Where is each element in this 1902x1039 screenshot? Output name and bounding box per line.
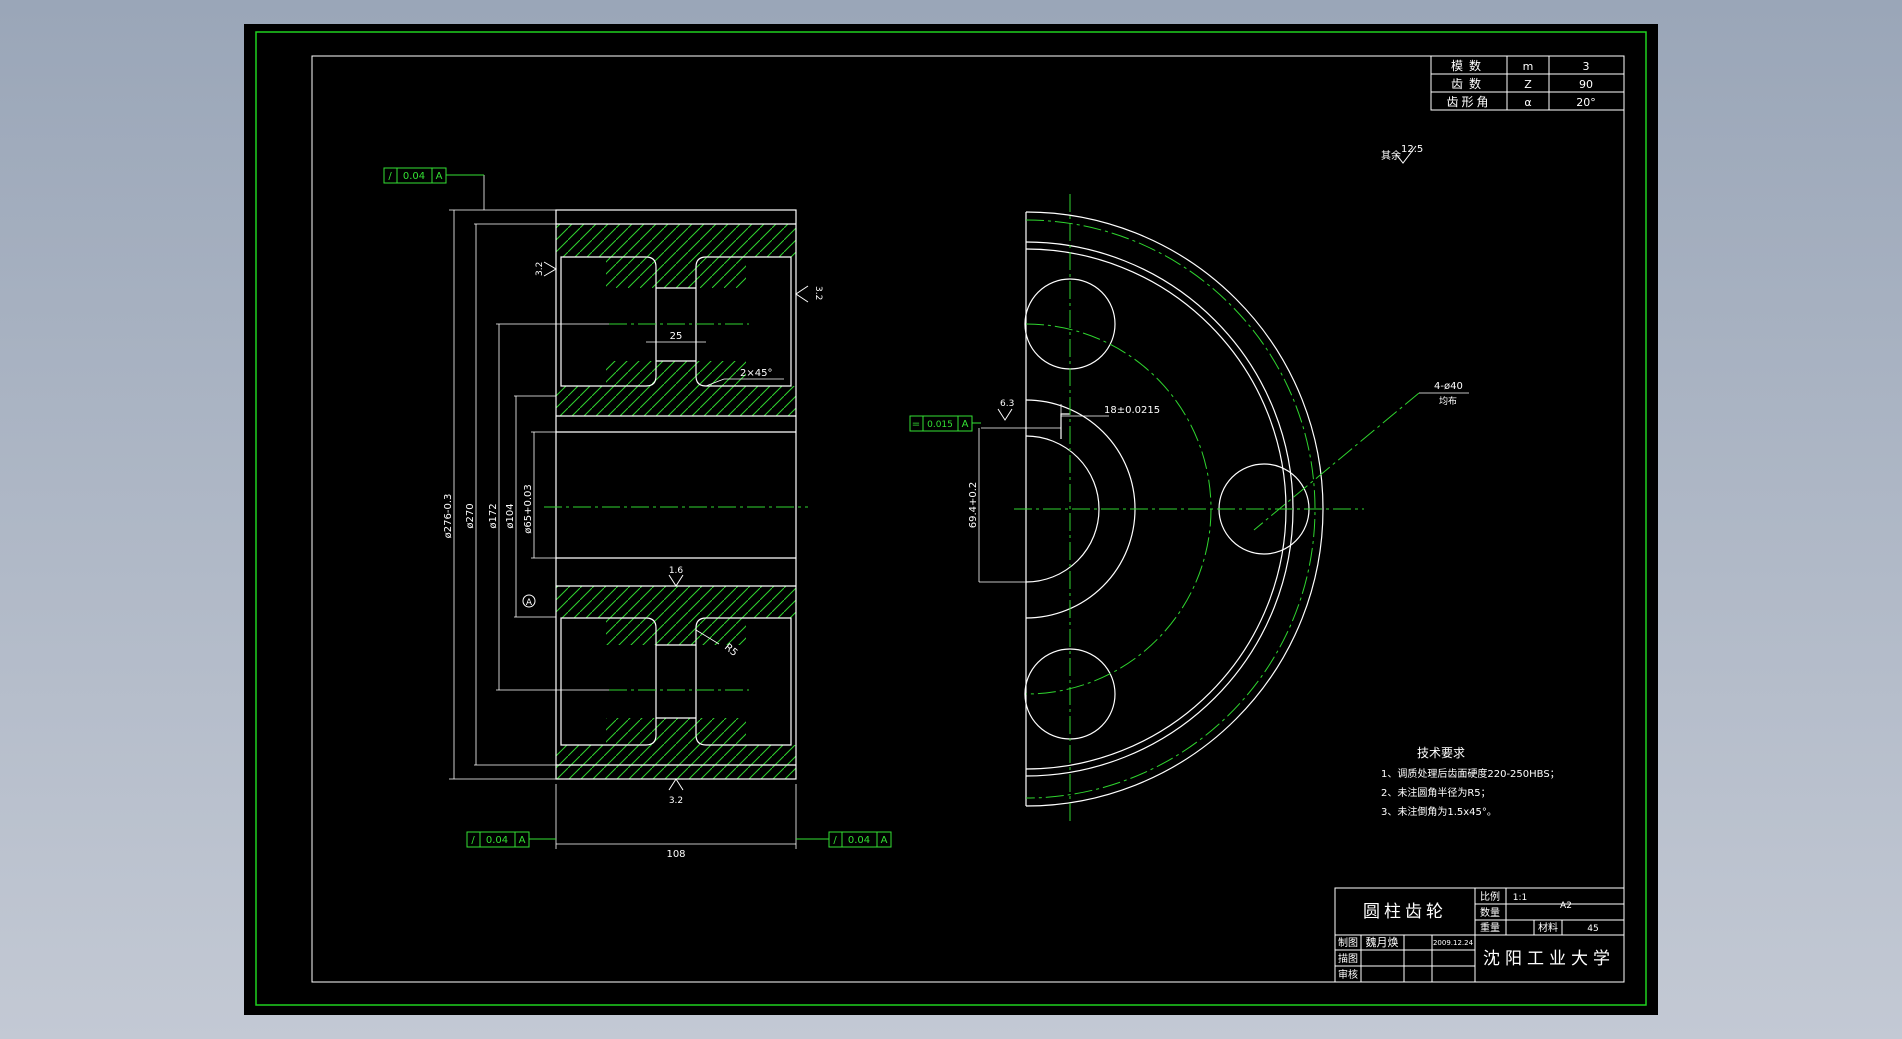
material-label: 材料 xyxy=(1538,921,1558,934)
drawn-label: 制图 xyxy=(1338,936,1358,949)
drafted-label: 描图 xyxy=(1338,952,1358,965)
tol-keyway-datum: A xyxy=(962,419,969,430)
tolerance-frame-bottom-left xyxy=(466,831,556,848)
title-block xyxy=(1334,887,1625,983)
tolerance-frame-keyway xyxy=(909,415,981,432)
pocket-top-left xyxy=(560,256,657,387)
front-view xyxy=(1014,194,1420,824)
tech-title: 技术要求 xyxy=(1417,746,1465,760)
dim-holes: 4-ø40 xyxy=(1434,381,1463,392)
section-hatching xyxy=(556,224,796,779)
dim-bore-diameter: ø65+0.03 xyxy=(523,484,534,534)
param-label-angle: 齿形角 xyxy=(1446,95,1491,109)
param-value-teeth: 90 xyxy=(1579,78,1593,91)
roughness-value-4: 3.2 xyxy=(669,796,683,806)
tol-keyway-symbol: = xyxy=(912,419,920,430)
keyway xyxy=(1060,413,1070,439)
tol-bottom-left-symbol: / xyxy=(471,835,475,846)
pocket-bottom-right xyxy=(695,617,792,746)
roughness-mark-5: 6.3 xyxy=(997,399,1014,421)
roughness-mark-3: 1.6 xyxy=(668,566,684,587)
dim-hub-outer-diameter: ø172 xyxy=(488,503,499,528)
tolerance-frame-top-left xyxy=(383,167,484,184)
tech-item-2: 2、未注圆角半径为R5； xyxy=(1381,786,1491,799)
roughness-general: 其余 12.5 xyxy=(1381,144,1423,164)
roughness-value-2: 3.2 xyxy=(813,286,823,300)
scale-value: 1:1 xyxy=(1513,893,1527,903)
tolerance-frame-bottom-right xyxy=(796,831,892,848)
dim-holes-note: 均布 xyxy=(1439,395,1457,407)
checked-label: 审核 xyxy=(1338,968,1358,981)
drawer-name: 魏月焕 xyxy=(1366,935,1399,949)
param-label-module: 模数 xyxy=(1451,58,1487,73)
roughness-general-label: 其余 xyxy=(1381,149,1401,162)
dim-outer-diameter: ø276-0.3 xyxy=(443,494,454,539)
part-name: 圆柱齿轮 xyxy=(1363,902,1447,922)
tol-top-left-symbol: / xyxy=(388,171,392,182)
roughness-mark-2: 3.2 xyxy=(795,285,823,303)
dim-keyway-width: 18±0.0215 xyxy=(1104,405,1160,416)
drawing-sheet: 模数 m 3 齿数 Z 90 齿形角 α 20° 其余 12.5 xyxy=(244,24,1658,1015)
datum-marker: A xyxy=(522,594,536,608)
param-value-angle: 20° xyxy=(1576,96,1596,109)
tol-top-left-datum: A xyxy=(436,171,443,182)
school-name: 沈阳工业大学 xyxy=(1483,949,1615,969)
dim-width: 108 xyxy=(666,849,685,860)
pitch-circle xyxy=(1025,219,1316,799)
tol-top-left-value: 0.04 xyxy=(403,171,425,182)
tol-bottom-right-symbol: / xyxy=(833,835,837,846)
param-symbol-teeth: Z xyxy=(1524,78,1532,91)
tol-bottom-right-value: 0.04 xyxy=(848,835,870,846)
tol-keyway-value: 0.015 xyxy=(927,420,953,430)
tech-item-1: 1、调质处理后齿面硬度220-250HBS； xyxy=(1381,767,1560,780)
tech-item-3: 3、未注倒角为1.5x45°。 xyxy=(1381,805,1497,818)
tol-bottom-right-datum: A xyxy=(881,835,888,846)
roughness-value-5: 6.3 xyxy=(1000,399,1014,409)
inner-frame xyxy=(311,55,1625,983)
roughness-general-value: 12.5 xyxy=(1401,144,1423,155)
dim-chamfer: 2×45° xyxy=(740,368,772,379)
section-view xyxy=(544,209,808,780)
tol-bottom-left-value: 0.04 xyxy=(486,835,508,846)
roughness-value-3: 1.6 xyxy=(669,566,684,576)
drawing-number: A2 xyxy=(1560,901,1572,911)
count-label: 数量 xyxy=(1480,906,1500,919)
tol-bottom-left-datum: A xyxy=(519,835,526,846)
scale-label: 比例 xyxy=(1480,890,1500,903)
bore-circle xyxy=(1025,435,1100,583)
outer-frame xyxy=(255,31,1647,1006)
front-dimensions xyxy=(978,392,1469,583)
param-label-teeth: 齿数 xyxy=(1451,76,1487,91)
roughness-mark-4: 3.2 xyxy=(668,778,684,806)
param-symbol-angle: α xyxy=(1524,96,1531,109)
datum-label: A xyxy=(526,598,533,608)
param-value-module: 3 xyxy=(1583,60,1590,73)
params-table xyxy=(1430,55,1625,111)
drawn-date: 2009.12.24 xyxy=(1433,939,1474,947)
gear-blank-outline xyxy=(555,209,797,780)
tech-requirements: 技术要求 1、调质处理后齿面硬度220-250HBS； 2、未注圆角半径为R5；… xyxy=(1381,746,1560,818)
dim-hub-diameter: ø104 xyxy=(505,503,516,528)
pocket-top-right xyxy=(695,256,792,387)
dim-web-width: 25 xyxy=(670,331,683,342)
pocket-bottom-left xyxy=(560,617,657,746)
material-value: 45 xyxy=(1587,924,1598,934)
cad-drawing: 模数 m 3 齿数 Z 90 齿形角 α 20° 其余 12.5 xyxy=(255,31,1647,1006)
weight-label: 重量 xyxy=(1480,921,1500,934)
roughness-mark-1: 3.2 xyxy=(535,261,557,277)
param-symbol-module: m xyxy=(1523,60,1534,73)
section-dimensions xyxy=(449,175,797,849)
roughness-value-1: 3.2 xyxy=(535,262,545,276)
tip-circle xyxy=(1025,211,1324,807)
dim-root-diameter: ø270 xyxy=(465,503,476,528)
dim-keyway-depth: 69.4+0.2 xyxy=(968,482,979,529)
